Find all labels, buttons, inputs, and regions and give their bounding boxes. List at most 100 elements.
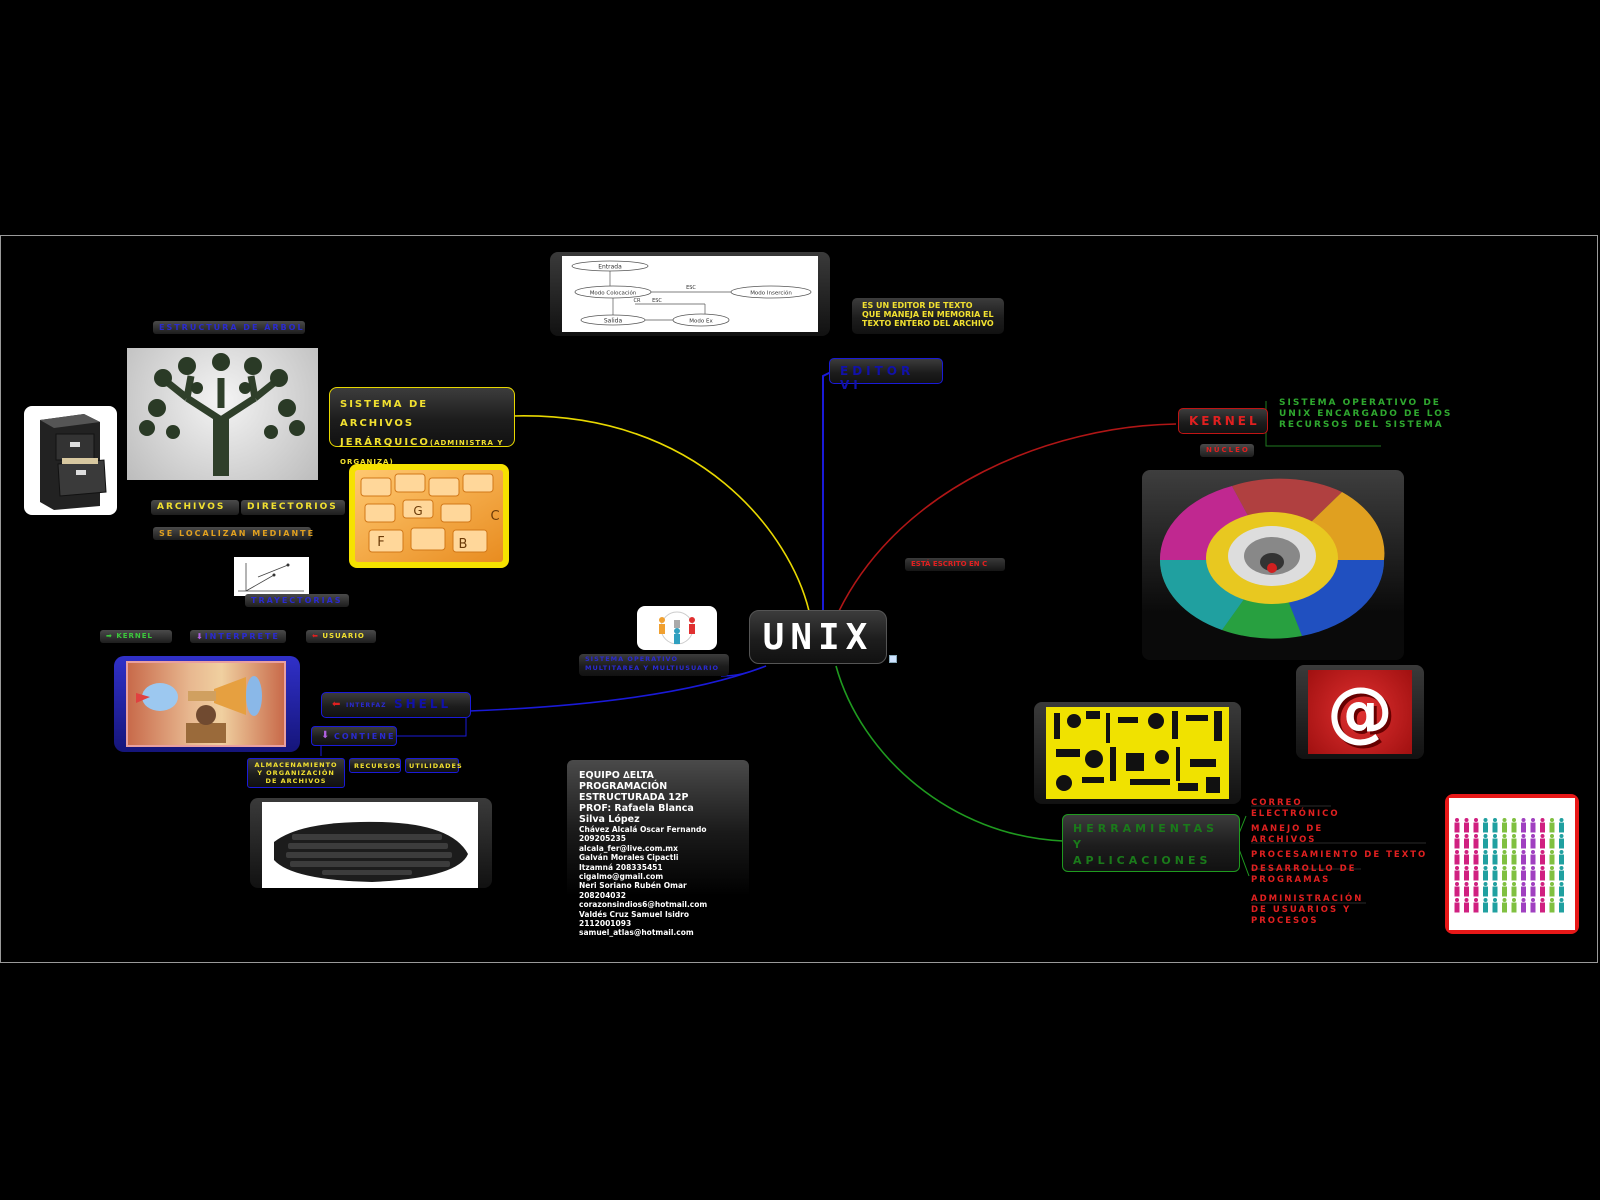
person-figure-icon (1530, 882, 1536, 897)
utilidades-node[interactable]: UTILIDADES (405, 758, 462, 773)
usuario-tag[interactable]: ⬅ USUARIO (306, 630, 376, 643)
tree-icon (139, 353, 305, 476)
tool-item[interactable]: PROCESAMIENTO DE TEXTO (1251, 850, 1428, 860)
contiene-node[interactable]: ⬇ CONTIENE (311, 726, 397, 746)
folder-tabs-image: F G B C (349, 464, 509, 568)
filesystem-node[interactable]: SISTEMA DE ARCHIVOS JERÁRQUICO(ADMINISTR… (329, 387, 515, 466)
person-figure-icon (1483, 834, 1488, 849)
link-shell (468, 665, 767, 712)
at-symbol-image: @ (1296, 665, 1424, 759)
person-figure-icon (1502, 834, 1507, 849)
team-member-line: 2112001093 (579, 919, 632, 929)
collapse-toggle[interactable] (889, 655, 897, 663)
team-line: PROF: Rafaela Blanca (579, 803, 694, 814)
diagram-esc2: ESC (652, 298, 662, 304)
person-figure-icon (1454, 882, 1460, 897)
person-figure-icon (1473, 866, 1479, 881)
path-diagram-image (234, 557, 309, 596)
team-line: ESTRUCTURADA 12P (579, 792, 689, 803)
kernel-title: KERNEL (1189, 414, 1260, 428)
team-member-line: 208204032 (579, 890, 626, 900)
directorios-tag[interactable]: DIRECTORIOS (241, 500, 345, 515)
person-figure-icon (1530, 898, 1536, 913)
shell-prefix: INTERFAZ (346, 702, 387, 709)
tools-node[interactable]: HERRAMIENTAS Y APLICACIONES (1062, 814, 1240, 872)
multiuser-node[interactable]: SISTEMA OPERATIVO MULTITAREA Y MULTIUSUA… (579, 654, 729, 676)
person-figure-icon (1559, 866, 1564, 881)
tool-item[interactable]: DESARROLLO DE PROGRAMAS (1251, 864, 1357, 885)
team-member-line: Chávez Alcalá Oscar Fernando (579, 825, 707, 834)
folder-letter-f: F (377, 535, 384, 550)
vector-path-icon (238, 563, 304, 592)
mind-map-canvas: UNIX Entrada Modo Colocación Modo Inserc… (0, 235, 1598, 963)
interprete-tag[interactable]: ⬇INTERPRETE (190, 630, 286, 643)
almacenamiento-label: ALMACENAMIENTO Y ORGANIZACIÓN DE ARCHIVO… (254, 761, 338, 785)
person-figure-icon (1549, 818, 1555, 833)
person-figure-icon (1530, 850, 1536, 865)
kernel-description[interactable]: SISTEMA OPERATIVO DE UNIX ENCARGADO DE L… (1279, 398, 1453, 430)
kernel-node[interactable]: KERNEL (1178, 408, 1268, 434)
team-member-line: Itzamná 208335451 (579, 862, 663, 872)
folder-tabs-icon: F G B C (360, 473, 500, 553)
arrow-left-icon: ⬅ (332, 699, 341, 710)
nucleo-tag[interactable]: NÚCLEO (1200, 444, 1254, 457)
person-figure-icon (1521, 866, 1526, 881)
person-figure-icon (1530, 834, 1536, 849)
users-network-image (637, 606, 717, 650)
link-editor (822, 370, 834, 611)
person-figure-icon (1483, 850, 1488, 865)
people-icons-chart (1454, 818, 1564, 913)
person-figure-icon (1521, 882, 1526, 897)
shell-kernel-tag[interactable]: ➡ KERNEL (100, 630, 172, 643)
kernel-layers-icon (1159, 478, 1385, 639)
written-in-c-tag[interactable]: ESTÁ ESCRITO EN C (905, 558, 1005, 571)
person-figure-icon (1502, 882, 1507, 897)
person-figure-icon (1540, 882, 1545, 897)
localizan-tag[interactable]: SE LOCALIZAN MEDIANTE (153, 527, 313, 540)
person-figure-icon (1511, 898, 1517, 913)
keyboard-icon (262, 802, 478, 888)
person-figure-icon (1492, 850, 1498, 865)
tools-silhouettes-image (1034, 702, 1241, 804)
recursos-node[interactable]: RECURSOS (349, 758, 401, 773)
person-figure-icon (1511, 882, 1517, 897)
person-figure-icon (1511, 850, 1517, 865)
folder-letter-b: B (459, 537, 468, 552)
fractal-tree-image (127, 348, 318, 480)
person-figure-icon (1492, 882, 1498, 897)
contiene-label: CONTIENE (334, 732, 396, 741)
person-figure-icon (1549, 834, 1555, 849)
person-figure-icon (1521, 818, 1526, 833)
link-filesystem (512, 415, 810, 612)
team-line: EQUIPO ∆ELTA (579, 770, 654, 781)
tree-structure-label[interactable]: ESTRUCTURA DE ÁRBOL (153, 321, 305, 334)
tool-item[interactable]: CORREO ELECTRÓNICO (1251, 798, 1340, 819)
person-figure-icon (1549, 898, 1555, 913)
recursos-label: RECURSOS (354, 762, 402, 770)
archivos-tag[interactable]: ARCHIVOS (151, 500, 239, 515)
tool-item[interactable]: MANEJO DE ARCHIVOS (1251, 824, 1324, 845)
speaker-illustration-icon (136, 676, 262, 743)
person-figure-icon (1492, 834, 1498, 849)
person-figure-icon (1530, 866, 1536, 881)
central-node-unix[interactable]: UNIX (749, 610, 887, 664)
person-figure-icon (1464, 834, 1469, 849)
editor-description-node[interactable]: ES UN EDITOR DE TEXTO QUE MANEJA EN MEMO… (852, 298, 1004, 334)
users-network-icon (659, 611, 695, 645)
person-figure-icon (1502, 850, 1507, 865)
tool-item[interactable]: ADMINISTRACIÓN DE USUARIOS Y PROCESOS (1251, 894, 1364, 926)
almacenamiento-node[interactable]: ALMACENAMIENTO Y ORGANIZACIÓN DE ARCHIVO… (247, 758, 345, 788)
shell-illustration-image (114, 656, 300, 752)
person-figure-icon (1492, 866, 1498, 881)
editor-vi-node[interactable]: EDITOR VI (829, 358, 943, 392)
person-figure-icon (1454, 898, 1460, 913)
kernel-layers-image (1142, 470, 1404, 660)
shell-title: SHELL (394, 697, 452, 711)
shell-node[interactable]: ⬅ INTERFAZ SHELL (321, 692, 471, 718)
trayectorias-tag[interactable]: TRAYECTORIAS (245, 594, 349, 607)
at-sign-icon: @ (1327, 673, 1393, 750)
person-figure-icon (1492, 818, 1498, 833)
